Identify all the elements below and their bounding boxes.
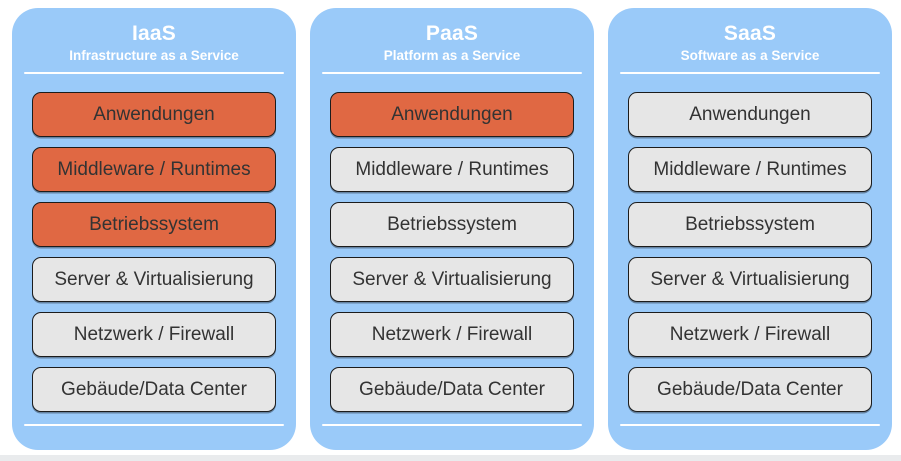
- layer-stack: Anwendungen Middleware / Runtimes Betrie…: [32, 74, 276, 413]
- layer-box-netzwerk: Netzwerk / Firewall: [330, 312, 574, 358]
- layer-box-anwendungen: Anwendungen: [628, 92, 872, 138]
- header-divider: [24, 72, 284, 75]
- bottom-edge-strip: [0, 455, 901, 461]
- column-title: IaaS: [132, 22, 176, 45]
- column-subtitle: Infrastructure as a Service: [69, 48, 239, 64]
- footer-divider: [24, 424, 284, 426]
- layer-box-middleware: Middleware / Runtimes: [330, 147, 574, 193]
- layer-box-gebaeude: Gebäude/Data Center: [32, 367, 276, 413]
- footer-divider: [620, 424, 880, 426]
- layer-box-gebaeude: Gebäude/Data Center: [628, 367, 872, 413]
- header-divider: [620, 72, 880, 75]
- layer-box-server: Server & Virtualisierung: [330, 257, 574, 303]
- column-paas: PaaS Platform as a Service Anwendungen M…: [310, 8, 594, 450]
- column-subtitle: Platform as a Service: [383, 48, 521, 64]
- layer-stack: Anwendungen Middleware / Runtimes Betrie…: [628, 74, 872, 413]
- column-subtitle: Software as a Service: [680, 48, 820, 64]
- layer-stack: Anwendungen Middleware / Runtimes Betrie…: [330, 74, 574, 413]
- layer-box-betriebssystem: Betriebssystem: [32, 202, 276, 248]
- column-saas: SaaS Software as a Service Anwendungen M…: [608, 8, 892, 450]
- layer-box-server: Server & Virtualisierung: [628, 257, 872, 303]
- layer-box-anwendungen: Anwendungen: [330, 92, 574, 138]
- header-divider: [322, 72, 582, 75]
- layer-box-betriebssystem: Betriebssystem: [628, 202, 872, 248]
- layer-box-netzwerk: Netzwerk / Firewall: [628, 312, 872, 358]
- layer-box-middleware: Middleware / Runtimes: [628, 147, 872, 193]
- layer-box-betriebssystem: Betriebssystem: [330, 202, 574, 248]
- layer-box-server: Server & Virtualisierung: [32, 257, 276, 303]
- cloud-stack-diagram: IaaS Infrastructure as a Service Anwendu…: [12, 8, 892, 450]
- layer-box-anwendungen: Anwendungen: [32, 92, 276, 138]
- footer-divider: [322, 424, 582, 426]
- column-title: SaaS: [723, 22, 777, 45]
- column-title: PaaS: [425, 22, 479, 45]
- layer-box-middleware: Middleware / Runtimes: [32, 147, 276, 193]
- layer-box-gebaeude: Gebäude/Data Center: [330, 367, 574, 413]
- layer-box-netzwerk: Netzwerk / Firewall: [32, 312, 276, 358]
- column-iaas: IaaS Infrastructure as a Service Anwendu…: [12, 8, 296, 450]
